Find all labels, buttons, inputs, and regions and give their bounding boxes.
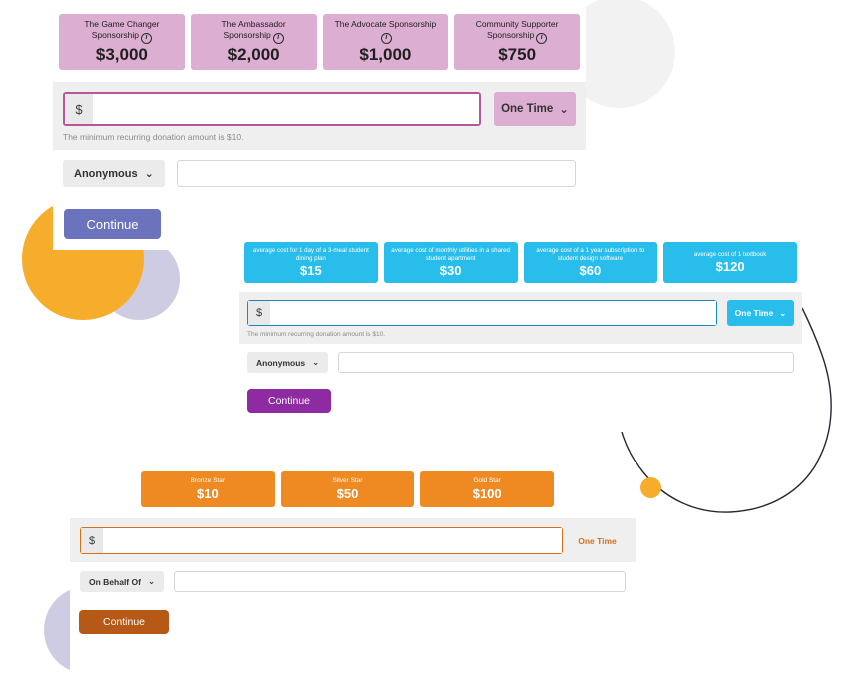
behalf-input[interactable] — [174, 571, 626, 592]
behalf-row: Anonymous ⌄ — [239, 344, 802, 373]
chevron-down-icon: ⌄ — [559, 104, 569, 116]
tier-amount: $120 — [715, 258, 745, 274]
tier-card[interactable]: average cost of a 1 year subscription to… — [523, 242, 658, 283]
frequency-dropdown[interactable]: One Time ⌄ — [494, 92, 576, 126]
tier-name: Silver Star — [332, 477, 363, 485]
behalf-input[interactable] — [338, 352, 794, 373]
tier-card[interactable]: Bronze Star $10 — [141, 471, 275, 507]
tier-name: Bronze Star — [190, 477, 225, 485]
tier-card[interactable]: average cost for 1 day of a 3-meal stude… — [244, 242, 378, 283]
tier-row: Bronze Star $10 Silver Star $50 Gold Sta… — [70, 462, 555, 507]
continue-button[interactable]: Continue — [247, 389, 331, 413]
tier-amount: $3,000 — [95, 44, 148, 64]
behalf-row: Anonymous ⌄ — [53, 150, 586, 187]
behalf-label: On Behalf Of — [89, 576, 141, 587]
tier-amount: $60 — [579, 262, 602, 278]
minimum-amount-note: The minimum recurring donation amount is… — [63, 132, 244, 142]
amount-row: $ One Time ⌄ — [63, 92, 576, 126]
decorative-orange-dot — [640, 477, 661, 498]
amount-input-group[interactable]: $ — [63, 92, 481, 126]
tier-amount: $2,000 — [227, 44, 280, 64]
info-icon[interactable]: i — [380, 32, 392, 44]
tier-card[interactable]: Silver Star $50 — [280, 471, 415, 507]
amount-input[interactable] — [270, 301, 716, 325]
chevron-down-icon: ⌄ — [147, 576, 156, 586]
tier-name: The Advocate Sponsorshipi — [329, 19, 443, 44]
chevron-down-icon: ⌄ — [144, 168, 154, 180]
info-icon[interactable]: i — [272, 32, 284, 44]
tier-amount: $1,000 — [359, 44, 412, 64]
tier-amount: $15 — [300, 262, 322, 278]
behalf-dropdown[interactable]: Anonymous ⌄ — [63, 160, 165, 187]
chevron-down-icon: ⌄ — [779, 307, 787, 318]
chevron-down-icon: ⌄ — [312, 357, 320, 367]
tier-name: average cost of 1 textbook — [693, 251, 767, 259]
currency-symbol: $ — [81, 528, 103, 553]
minimum-amount-note: The minimum recurring donation amount is… — [247, 331, 386, 338]
behalf-dropdown[interactable]: Anonymous ⌄ — [247, 352, 329, 373]
tier-card[interactable]: average cost of 1 textbook $120 — [663, 242, 797, 283]
continue-button[interactable]: Continue — [79, 610, 169, 634]
tier-row: average cost for 1 day of a 3-meal stude… — [239, 232, 802, 283]
behalf-row: On Behalf Of ⌄ — [70, 562, 636, 592]
tier-amount: $30 — [439, 262, 462, 278]
behalf-input[interactable] — [176, 160, 576, 187]
tier-name: average cost of monthly utilities in a s… — [391, 247, 510, 262]
currency-symbol: $ — [65, 94, 93, 124]
info-icon[interactable]: i — [141, 32, 152, 44]
tier-name: Gold Star — [473, 477, 501, 485]
continue-button[interactable]: Continue — [64, 209, 161, 239]
tier-card[interactable]: average cost of monthly utilities in a s… — [383, 242, 518, 283]
tier-amount: $10 — [196, 485, 219, 501]
frequency-label: One Time — [501, 103, 554, 115]
behalf-label: Anonymous — [256, 357, 306, 368]
tier-name: average cost for 1 day of a 3-meal stude… — [252, 247, 369, 262]
tier-card[interactable]: The Advocate Sponsorshipi $1,000 — [322, 14, 449, 70]
behalf-label: Anonymous — [74, 167, 138, 180]
currency-symbol: $ — [248, 301, 270, 325]
donation-widget-orange: Bronze Star $10 Silver Star $50 Gold Sta… — [70, 462, 636, 674]
tier-amount: $100 — [472, 485, 502, 501]
frequency-dropdown[interactable]: One Time ⌄ — [727, 300, 794, 326]
behalf-dropdown[interactable]: On Behalf Of ⌄ — [80, 571, 165, 592]
donation-widget-blue: average cost for 1 day of a 3-meal stude… — [239, 232, 802, 432]
amount-input-group[interactable]: $ — [80, 527, 563, 554]
tier-amount: $750 — [498, 44, 537, 64]
amount-input[interactable] — [93, 94, 479, 124]
amount-input[interactable] — [103, 528, 562, 553]
frequency-label: One Time — [734, 308, 774, 318]
tier-name: average cost of a 1 year subscription to… — [536, 247, 645, 262]
amount-section: $ One Time — [70, 518, 636, 562]
amount-input-group[interactable]: $ — [247, 300, 717, 326]
amount-row: $ One Time — [80, 527, 626, 554]
info-icon[interactable]: i — [536, 32, 548, 44]
tier-amount: $50 — [336, 485, 359, 501]
amount-section: $ One Time ⌄ The minimum recurring donat… — [53, 82, 586, 150]
amount-row: $ One Time ⌄ — [247, 300, 794, 326]
frequency-label[interactable]: One Time — [578, 535, 617, 546]
amount-section: $ One Time ⌄ The minimum recurring donat… — [239, 292, 802, 344]
tier-card[interactable]: Gold Star $100 — [420, 471, 555, 507]
